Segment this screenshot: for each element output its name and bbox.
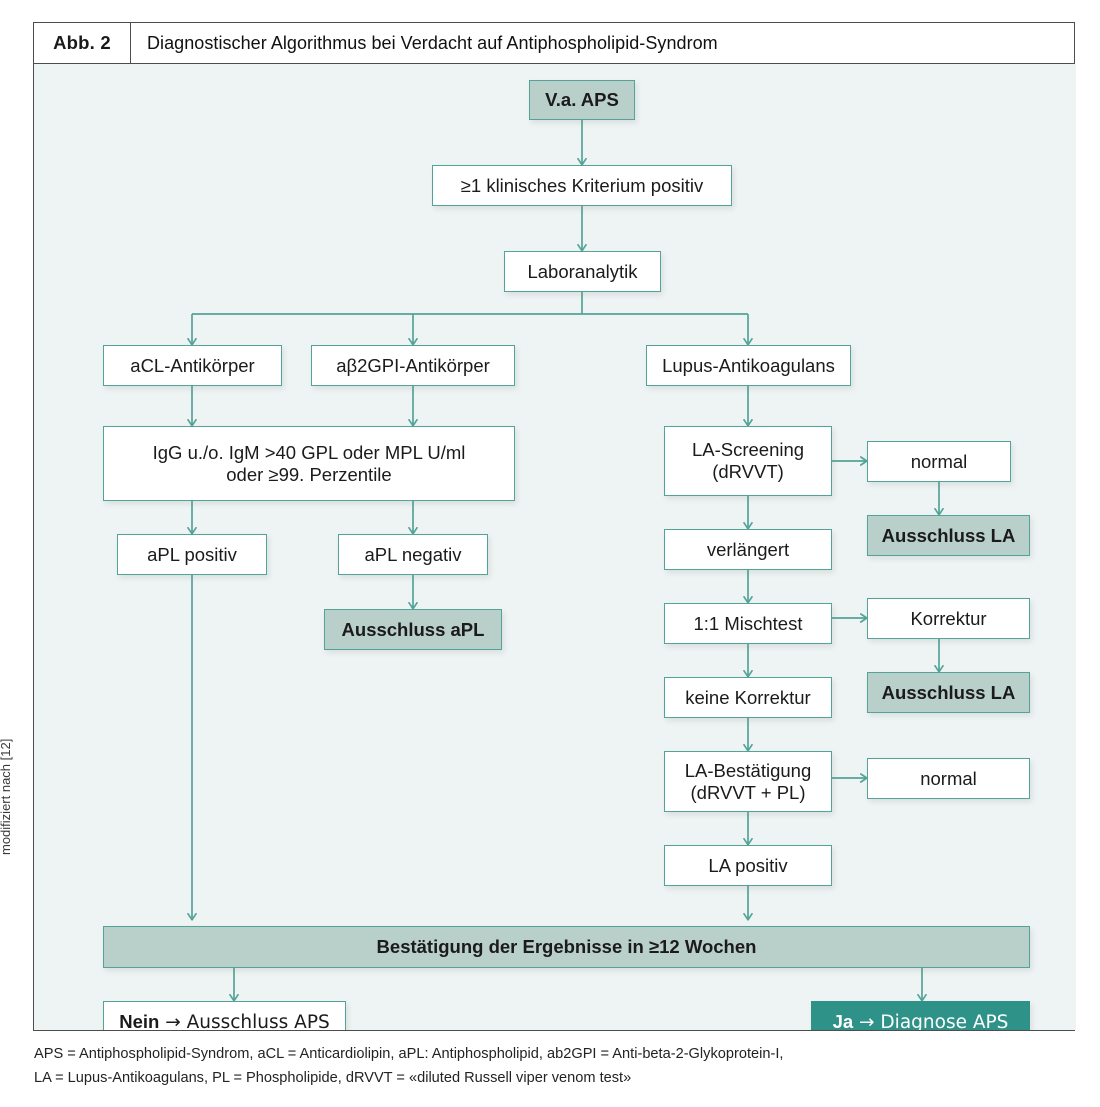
node-igg-criteria-line1: IgG u./o. IgM >40 GPL oder MPL U/ml <box>152 441 466 463</box>
node-exclusion-la-1[interactable]: Ausschluss LA <box>867 515 1030 556</box>
node-la-confirmation-line1: LA-Bestätigung <box>684 759 812 781</box>
node-confirmation-bar[interactable]: Bestätigung der Ergebnisse in ≥12 Wochen <box>103 926 1030 968</box>
node-exclusion-la-2[interactable]: Ausschluss LA <box>867 672 1030 713</box>
node-ab2gpi-antibody[interactable]: aβ2GPI-Antikörper <box>311 345 515 386</box>
node-normal-confirmation-label: normal <box>920 767 977 789</box>
node-outcome-yes[interactable]: Ja → Diagnose APS <box>811 1001 1030 1030</box>
legend-block: APS = Antiphospholipid-Syndrom, aCL = An… <box>34 1043 1074 1090</box>
node-start[interactable]: V.a. APS <box>529 80 635 120</box>
node-apl-positive-label: aPL positiv <box>147 543 237 565</box>
figure-frame: Abb. 2 Diagnostischer Algorithmus bei Ve… <box>33 22 1076 1031</box>
node-exclusion-apl[interactable]: Ausschluss aPL <box>324 609 502 650</box>
node-acl-antibody[interactable]: aCL-Antikörper <box>103 345 282 386</box>
figure-credit: modifiziert nach [12] <box>0 738 13 855</box>
node-outcome-no-bold: Nein <box>119 1010 160 1030</box>
node-no-correction[interactable]: keine Korrektur <box>664 677 832 718</box>
node-normal-screening[interactable]: normal <box>867 441 1011 482</box>
node-exclusion-apl-label: Ausschluss aPL <box>341 618 485 640</box>
node-outcome-yes-label: Ja → Diagnose APS <box>833 1011 1009 1030</box>
node-acl-antibody-label: aCL-Antikörper <box>130 354 255 376</box>
figure-caption: Diagnostischer Algorithmus bei Verdacht … <box>147 32 718 53</box>
node-la-screening-line1: LA-Screening <box>691 439 805 461</box>
flowchart-connectors <box>187 120 944 1002</box>
node-apl-negative-label: aPL negativ <box>364 543 462 565</box>
node-outcome-no-rest: → Ausschluss APS <box>159 1011 330 1030</box>
node-normal-confirmation[interactable]: normal <box>867 758 1030 799</box>
node-lab-analysis[interactable]: Laboranalytik <box>504 251 661 292</box>
node-clinical-criterion[interactable]: ≥1 klinisches Kriterium positiv <box>432 165 732 206</box>
node-mixing-test[interactable]: 1:1 Mischtest <box>664 603 832 644</box>
node-clinical-criterion-label: ≥1 klinisches Kriterium positiv <box>460 174 704 196</box>
node-confirmation-bar-label: Bestätigung der Ergebnisse in ≥12 Wochen <box>376 936 757 958</box>
node-lab-analysis-label: Laboranalytik <box>527 260 638 282</box>
legend-line-1: APS = Antiphospholipid-Syndrom, aCL = An… <box>34 1046 784 1062</box>
legend-line-2: LA = Lupus-Antikoagulans, PL = Phospholi… <box>34 1069 632 1086</box>
node-exclusion-la-2-label: Ausschluss LA <box>881 681 1016 703</box>
figure-label: Abb. 2 <box>34 23 131 63</box>
node-start-label: V.a. APS <box>545 89 619 111</box>
node-prolonged[interactable]: verlängert <box>664 529 832 570</box>
node-outcome-no[interactable]: Nein → Ausschluss APS <box>103 1001 346 1030</box>
node-outcome-yes-bold: Ja <box>832 1010 854 1030</box>
node-la-screening-line2: (dRVVT) <box>712 461 784 482</box>
node-igg-criteria-line2: oder ≥99. Perzentile <box>226 463 392 485</box>
node-correction-label: Korrektur <box>910 607 987 629</box>
node-mixing-test-label: 1:1 Mischtest <box>693 612 803 634</box>
node-apl-positive[interactable]: aPL positiv <box>117 534 267 575</box>
node-correction[interactable]: Korrektur <box>867 598 1030 639</box>
node-la-confirmation[interactable]: LA-Bestätigung (dRVVT + PL) <box>664 751 832 812</box>
node-igg-criteria[interactable]: IgG u./o. IgM >40 GPL oder MPL U/ml oder… <box>103 426 515 501</box>
node-lupus-anticoagulant[interactable]: Lupus-Antikoagulans <box>646 345 851 386</box>
node-apl-negative[interactable]: aPL negativ <box>338 534 488 575</box>
node-la-screening[interactable]: LA-Screening (dRVVT) <box>664 426 832 496</box>
node-la-positive-label: LA positiv <box>708 854 788 876</box>
node-la-positive[interactable]: LA positiv <box>664 845 832 886</box>
figure-header: Abb. 2 Diagnostischer Algorithmus bei Ve… <box>34 23 1074 64</box>
node-la-confirmation-line2: (dRVVT + PL) <box>690 781 806 803</box>
node-exclusion-la-1-label: Ausschluss LA <box>881 524 1016 546</box>
node-lupus-anticoagulant-label: Lupus-Antikoagulans <box>662 354 835 376</box>
node-ab2gpi-antibody-label: aβ2GPI-Antikörper <box>336 354 490 376</box>
node-outcome-yes-rest: → Diagnose APS <box>853 1011 1009 1030</box>
node-normal-screening-label: normal <box>910 450 968 472</box>
flowchart-canvas: V.a. APS ≥1 klinisches Kriterium positiv… <box>34 64 1076 1030</box>
node-outcome-no-label: Nein → Ausschluss APS <box>119 1011 330 1030</box>
node-prolonged-label: verlängert <box>706 538 790 560</box>
node-no-correction-label: keine Korrektur <box>685 686 811 708</box>
